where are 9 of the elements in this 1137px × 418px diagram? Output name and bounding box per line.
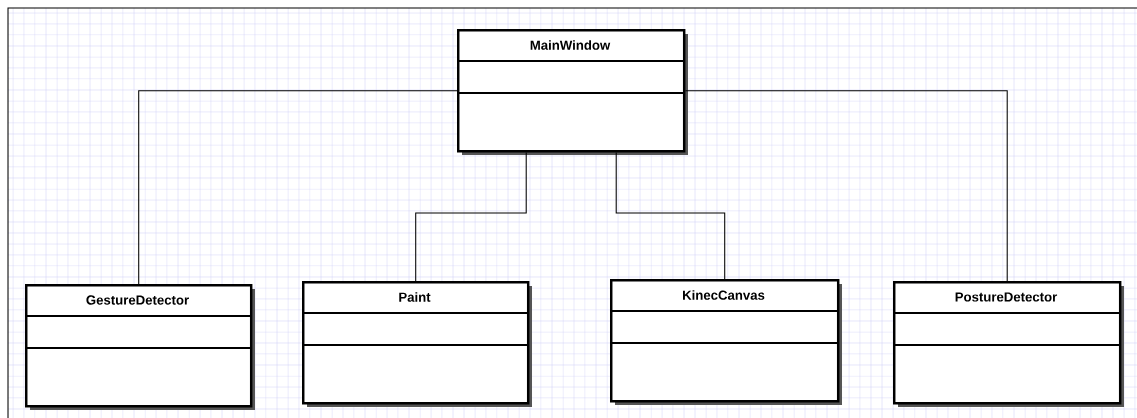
connector-line	[684, 90, 1008, 282]
class-box: GestureDetector	[25, 284, 255, 410]
connector-line	[138, 90, 458, 285]
connector-line	[415, 151, 527, 282]
class-box: MainWindow	[457, 29, 688, 155]
connector-line	[615, 151, 726, 280]
class-box: Paint	[302, 281, 532, 407]
class-box: PostureDetector	[893, 281, 1124, 407]
class-box: KinecCanvas	[610, 279, 842, 405]
